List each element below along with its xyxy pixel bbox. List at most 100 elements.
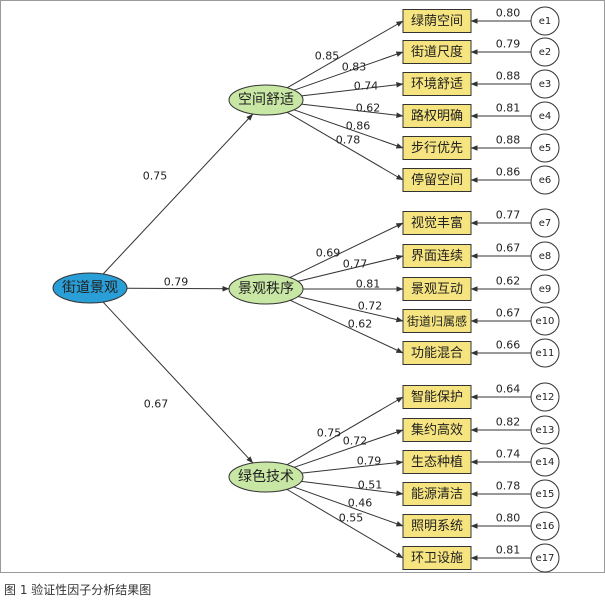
error-term-label: e16	[536, 521, 555, 532]
loading-label: 0.74	[354, 80, 379, 93]
error-variance-label: 0.79	[496, 38, 521, 51]
loading-label: 0.69	[316, 247, 341, 260]
error-circle	[530, 101, 560, 131]
indicator-box	[402, 514, 472, 538]
error-circle	[530, 274, 560, 304]
error-circle	[530, 37, 560, 67]
error-variance-label: 0.81	[496, 544, 521, 557]
indicator-label: 能源清洁	[411, 487, 463, 502]
loading-label: 0.62	[348, 318, 373, 331]
loading-label: 0.79	[357, 455, 382, 468]
loading-label: 0.72	[358, 300, 383, 313]
path-arrow-factor-indicator	[301, 459, 404, 474]
error-circle	[530, 382, 560, 412]
error-circle	[530, 241, 560, 271]
error-term-label: e12	[536, 392, 555, 403]
error-term-label: e3	[539, 79, 552, 90]
error-variance-label: 0.88	[496, 134, 521, 147]
error-variance-label: 0.74	[496, 448, 521, 461]
loading-label: 0.83	[342, 61, 367, 74]
error-term-label: e8	[539, 251, 552, 262]
indicator-box	[402, 546, 472, 570]
indicator-label: 界面连续	[411, 248, 463, 264]
indicator-label: 街道归属感	[407, 314, 467, 329]
indicator-box	[402, 450, 472, 474]
path-arrow-factor-indicator	[293, 486, 404, 527]
error-term-label: e7	[539, 218, 552, 229]
indicator-box	[402, 168, 472, 192]
factor-label: 景观秩序	[238, 281, 294, 297]
error-term-label: e13	[536, 425, 555, 436]
indicator-box	[402, 104, 472, 128]
error-circle	[530, 479, 560, 509]
error-variance-label: 0.67	[496, 307, 521, 320]
loading-label: 0.67	[144, 398, 169, 411]
error-circle	[530, 6, 560, 36]
loading-label: 0.81	[356, 278, 381, 291]
error-term-label: e1	[539, 16, 552, 27]
indicator-box	[402, 341, 472, 365]
error-term-label: e9	[539, 284, 552, 295]
error-variance-label: 0.67	[496, 242, 521, 255]
indicator-label: 绿荫空间	[411, 14, 463, 29]
path-arrow-factor-indicator	[286, 488, 404, 559]
indicator-label: 路权明确	[411, 108, 463, 124]
latent-ellipse-factor	[228, 273, 304, 305]
path-arrow-factor-indicator	[301, 81, 404, 97]
path-arrow-factor-indicator	[301, 103, 404, 119]
indicator-box	[402, 385, 472, 409]
error-circle	[530, 165, 560, 195]
error-term-label: e15	[536, 489, 555, 500]
error-term-label: e2	[539, 47, 552, 58]
error-circle	[530, 69, 560, 99]
root-label: 街道景观	[62, 280, 118, 296]
error-circle	[530, 208, 560, 238]
error-circle	[530, 133, 560, 163]
error-variance-label: 0.77	[496, 209, 521, 222]
path-arrow-root-factor	[126, 285, 230, 292]
indicator-label: 视觉丰富	[411, 215, 463, 231]
indicator-label: 景观互动	[411, 282, 463, 297]
path-arrow-factor-indicator	[290, 299, 404, 354]
indicator-box	[402, 136, 472, 160]
loading-label: 0.55	[339, 512, 364, 525]
indicator-label: 功能混合	[411, 346, 463, 361]
error-term-label: e17	[536, 553, 555, 564]
indicator-box	[402, 211, 472, 235]
indicator-box	[402, 277, 472, 301]
indicator-box	[402, 244, 472, 268]
path-arrow-root-factor	[102, 113, 254, 275]
latent-ellipse-factor	[228, 84, 304, 116]
loading-label: 0.78	[336, 134, 361, 147]
error-circle	[530, 415, 560, 445]
loading-label: 0.77	[343, 258, 368, 271]
indicator-label: 智能保护	[411, 390, 463, 405]
error-circle	[530, 447, 560, 477]
path-arrow-factor-indicator	[297, 254, 404, 282]
indicator-label: 步行优先	[411, 141, 463, 156]
loading-label: 0.51	[358, 479, 383, 492]
loading-label: 0.75	[143, 170, 168, 183]
indicator-label: 环卫设施	[411, 551, 463, 566]
path-arrow-factor-indicator	[297, 296, 404, 323]
indicator-box	[402, 72, 472, 96]
loading-label: 0.79	[164, 276, 189, 289]
loading-label: 0.72	[343, 435, 368, 448]
indicator-box	[402, 40, 472, 64]
indicator-label: 街道尺度	[411, 44, 463, 60]
indicator-label: 集约高效	[411, 422, 463, 438]
path-arrow-factor-indicator	[289, 222, 404, 278]
error-variance-label: 0.64	[496, 383, 521, 396]
indicator-box	[402, 482, 472, 506]
indicator-label: 照明系统	[411, 519, 463, 534]
indicator-box	[402, 309, 472, 333]
error-term-label: e4	[539, 111, 552, 122]
path-arrow-factor-indicator	[286, 111, 404, 181]
error-circle	[530, 306, 560, 336]
factor-label: 空间舒适	[238, 92, 294, 108]
error-term-label: e11	[536, 348, 555, 359]
indicator-label: 环境舒适	[411, 77, 463, 92]
path-arrow-factor-indicator	[287, 20, 404, 89]
loading-label: 0.75	[317, 427, 342, 440]
